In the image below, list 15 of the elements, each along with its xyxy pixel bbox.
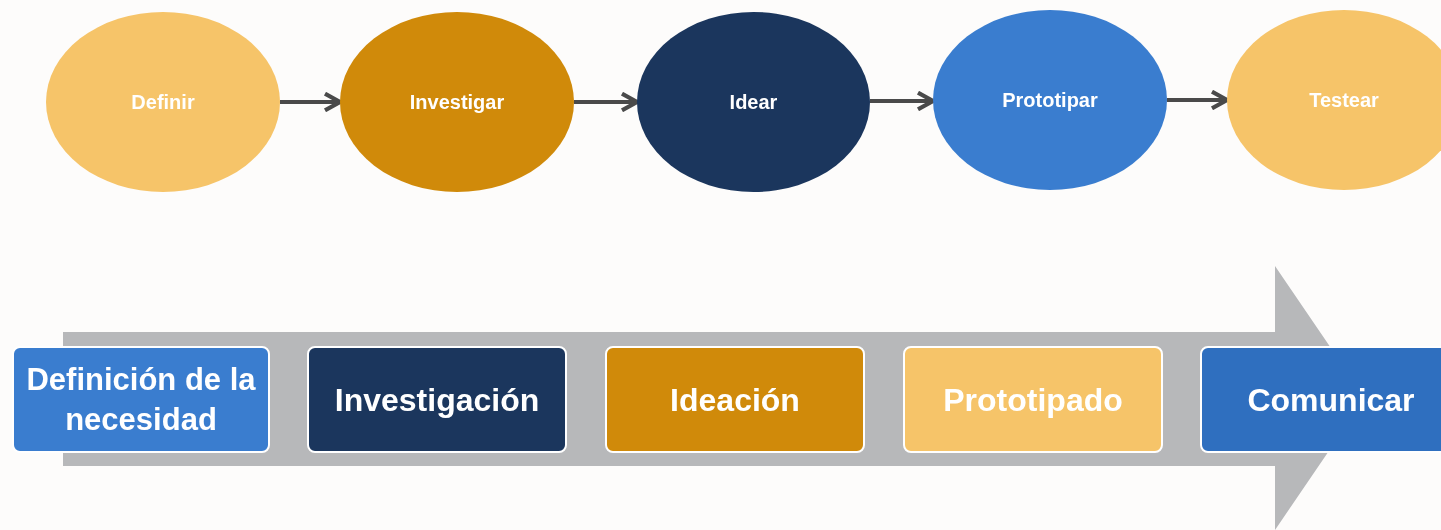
node-label: Testear <box>1308 88 1380 113</box>
node-label: Definición de la necesidad <box>25 360 257 439</box>
process-box <box>307 346 567 453</box>
node-label: Investigar <box>408 90 506 115</box>
process-box <box>903 346 1163 453</box>
process-box <box>605 346 865 453</box>
node-label: Definir <box>130 90 196 115</box>
node-label: Prototipado <box>942 380 1124 420</box>
node-label: Comunicar <box>1246 380 1416 420</box>
node-label: Idear <box>728 90 779 115</box>
process-box <box>1200 346 1441 453</box>
node-label: Investigación <box>333 380 541 420</box>
process-box <box>12 346 270 453</box>
node-label: Ideación <box>669 380 801 420</box>
node-label: Prototipar <box>1001 88 1099 113</box>
